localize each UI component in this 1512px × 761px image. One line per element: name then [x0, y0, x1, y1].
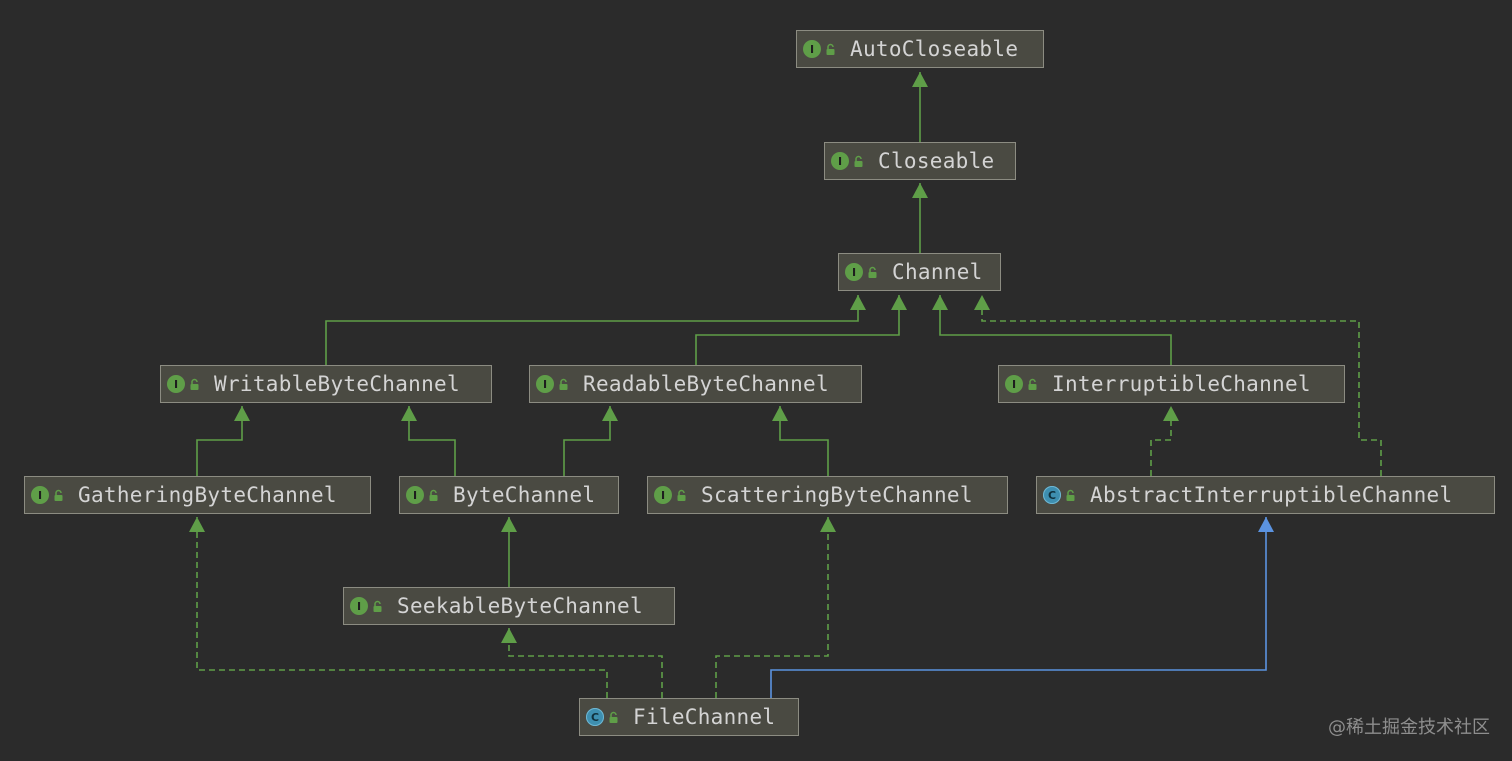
public-lock-icon [558, 378, 569, 391]
edge-scattering-readable [772, 406, 829, 476]
edge-writable-channel [325, 295, 866, 365]
arrowhead [1258, 517, 1274, 532]
node-label: FileChannel [633, 705, 776, 729]
arrowhead [891, 295, 907, 310]
arrowhead [912, 183, 928, 198]
arrowhead [401, 406, 417, 421]
arrowhead [501, 517, 517, 532]
node-filechannel[interactable]: C FileChannel [579, 698, 799, 736]
edge-filechannel-gathering [189, 517, 608, 698]
public-lock-icon [1027, 378, 1038, 391]
arrowhead [772, 406, 788, 421]
public-lock-icon [189, 378, 200, 391]
class-icon: C [1043, 486, 1061, 504]
node-channel[interactable]: I Channel [838, 253, 1001, 291]
interface-icon: I [1005, 375, 1023, 393]
node-seekablebytechannel[interactable]: I SeekableByteChannel [343, 587, 675, 625]
interface-icon: I [31, 486, 49, 504]
interface-icon: I [803, 40, 821, 58]
node-closeable[interactable]: I Closeable [824, 142, 1016, 180]
edge-abstract-channel [974, 295, 1382, 476]
arrowhead [602, 406, 618, 421]
edge-channel-closeable [912, 183, 928, 253]
arrowhead [1163, 406, 1179, 421]
node-bytechannel[interactable]: I ByteChannel [399, 476, 619, 514]
node-label: ScatteringByteChannel [701, 483, 973, 507]
edge-interruptible-channel [932, 295, 1172, 365]
node-label: ReadableByteChannel [583, 372, 829, 396]
node-readablebytechannel[interactable]: I ReadableByteChannel [529, 365, 862, 403]
public-lock-icon [853, 155, 864, 168]
edge-filechannel-seekable [501, 628, 663, 698]
public-lock-icon [867, 266, 878, 279]
node-label: Closeable [878, 149, 995, 173]
edge-filechannel-scattering [715, 517, 836, 698]
node-label: Channel [892, 260, 983, 284]
public-lock-icon [53, 489, 64, 502]
arrowhead [820, 517, 836, 532]
edge-bytechannel-readable [563, 406, 618, 476]
edge-abstract-interruptible [1150, 406, 1179, 476]
edge-closeable-autocloseable [912, 72, 928, 142]
public-lock-icon [608, 711, 619, 724]
node-label: SeekableByteChannel [397, 594, 643, 618]
node-label: ByteChannel [453, 483, 596, 507]
interface-icon: I [350, 597, 368, 615]
public-lock-icon [1065, 489, 1076, 502]
interface-icon: I [831, 152, 849, 170]
public-lock-icon [428, 489, 439, 502]
arrowhead [234, 406, 250, 421]
edge-gathering-writable [196, 406, 250, 476]
arrowhead [850, 295, 866, 310]
interface-icon: I [654, 486, 672, 504]
watermark: @稀土掘金技术社区 [1328, 717, 1490, 738]
edge-readable-channel [695, 295, 907, 365]
interface-icon: I [167, 375, 185, 393]
arrowhead [912, 72, 928, 87]
interface-icon: I [406, 486, 424, 504]
public-lock-icon [825, 43, 836, 56]
arrowhead [189, 517, 205, 532]
node-autocloseable[interactable]: I AutoCloseable [796, 30, 1044, 68]
node-abstractinterruptiblechannel[interactable]: C AbstractInterruptibleChannel [1036, 476, 1495, 514]
node-label: AutoCloseable [850, 37, 1019, 61]
node-label: AbstractInterruptibleChannel [1090, 483, 1453, 507]
public-lock-icon [372, 600, 383, 613]
node-label: InterruptibleChannel [1052, 372, 1311, 396]
edge-bytechannel-writable [401, 406, 456, 476]
public-lock-icon [676, 489, 687, 502]
node-interruptiblechannel[interactable]: I InterruptibleChannel [998, 365, 1345, 403]
node-label: WritableByteChannel [214, 372, 460, 396]
arrowhead [501, 628, 517, 643]
class-icon: C [586, 708, 604, 726]
node-writablebytechannel[interactable]: I WritableByteChannel [160, 365, 492, 403]
interface-icon: I [845, 263, 863, 281]
node-scatteringbytechannel[interactable]: I ScatteringByteChannel [647, 476, 1008, 514]
node-gatheringbytechannel[interactable]: I GatheringByteChannel [24, 476, 371, 514]
arrowhead [932, 295, 948, 310]
arrowhead [974, 295, 990, 310]
node-label: GatheringByteChannel [78, 483, 337, 507]
interface-icon: I [536, 375, 554, 393]
edge-filechannel-abstract [770, 517, 1274, 698]
edge-seekable-bytechannel [501, 517, 517, 587]
